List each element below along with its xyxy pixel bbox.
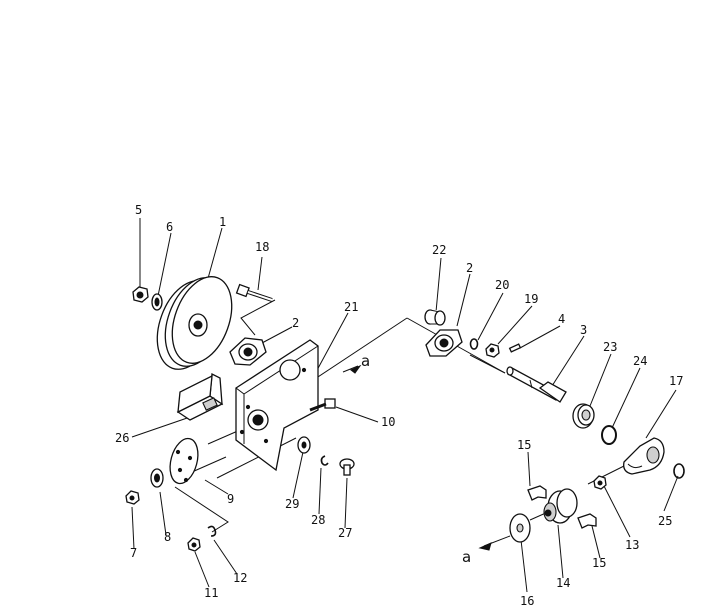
washer-6 xyxy=(151,293,163,311)
disk-16 xyxy=(509,513,531,543)
nut-13 xyxy=(593,475,607,490)
callout-28: 28 xyxy=(311,513,325,527)
bolt-18 xyxy=(235,283,273,302)
bearing-flange-2-right xyxy=(425,329,463,357)
callout-29: 29 xyxy=(285,497,299,511)
callout-19: 19 xyxy=(524,292,538,306)
housing-17 xyxy=(623,437,665,475)
callout-24: 24 xyxy=(633,354,647,368)
nut-7 xyxy=(125,490,140,505)
arrow-head-top xyxy=(350,364,362,374)
bearing-flange-2-left xyxy=(229,337,267,366)
clip-28 xyxy=(320,455,329,466)
callout-20: 20 xyxy=(495,278,509,292)
callout-1: 1 xyxy=(219,215,226,229)
callout-16: 16 xyxy=(520,594,534,607)
callout-22: 22 xyxy=(432,243,446,257)
nut-19 xyxy=(485,343,500,358)
callout-15-upper: 15 xyxy=(517,438,531,452)
bracket-plate-21 xyxy=(235,339,319,472)
callout-26: 26 xyxy=(115,431,129,445)
callout-3: 3 xyxy=(580,323,587,337)
spring-washer-12 xyxy=(207,525,217,537)
callout-18: 18 xyxy=(255,240,269,254)
snap-ring-25 xyxy=(673,463,685,479)
callout-9: 9 xyxy=(227,492,234,506)
callout-2-right: 2 xyxy=(466,261,473,275)
nut-11 xyxy=(187,537,201,552)
callout-21: 21 xyxy=(344,300,358,314)
bearing-23 xyxy=(572,403,595,429)
pin-27 xyxy=(339,458,355,476)
callout-11: 11 xyxy=(204,586,218,600)
clamp-15-lower xyxy=(577,513,597,529)
callout-25: 25 xyxy=(658,514,672,528)
callout-labels: 5 6 1 18 2 21 26 10 9 8 7 11 12 29 28 27… xyxy=(115,203,683,607)
callout-2-left: 2 xyxy=(292,316,299,330)
small-bracket-26 xyxy=(176,372,224,421)
leader-lines xyxy=(131,218,679,593)
key-4 xyxy=(508,343,522,353)
callout-23: 23 xyxy=(603,340,617,354)
reference-a-top: a xyxy=(361,352,370,370)
nut-5 xyxy=(132,286,149,303)
callout-27: 27 xyxy=(338,526,352,540)
callout-14: 14 xyxy=(556,576,570,590)
snap-ring-24 xyxy=(601,425,617,445)
callout-12: 12 xyxy=(233,571,247,585)
shaft-3 xyxy=(506,366,567,403)
callout-15-lower: 15 xyxy=(592,556,606,570)
reference-a-bottom: a xyxy=(462,548,471,566)
callout-10: 10 xyxy=(381,415,395,429)
callout-13: 13 xyxy=(625,538,639,552)
pulley-1 xyxy=(156,276,233,370)
washer-29 xyxy=(297,436,311,454)
callout-4: 4 xyxy=(558,312,565,326)
arrow-head-bottom xyxy=(478,542,492,551)
clamp-15-upper xyxy=(527,485,547,501)
callout-6: 6 xyxy=(166,220,173,234)
ring-20 xyxy=(469,338,479,350)
pulley-hub-14 xyxy=(543,488,578,524)
washer-8 xyxy=(150,468,164,488)
plate-disk-9 xyxy=(169,437,199,485)
callout-8: 8 xyxy=(164,530,171,544)
callout-5: 5 xyxy=(135,203,142,217)
callout-17: 17 xyxy=(669,374,683,388)
callout-7: 7 xyxy=(130,546,137,560)
bolt-10 xyxy=(309,398,336,412)
bushing-22 xyxy=(424,309,446,326)
